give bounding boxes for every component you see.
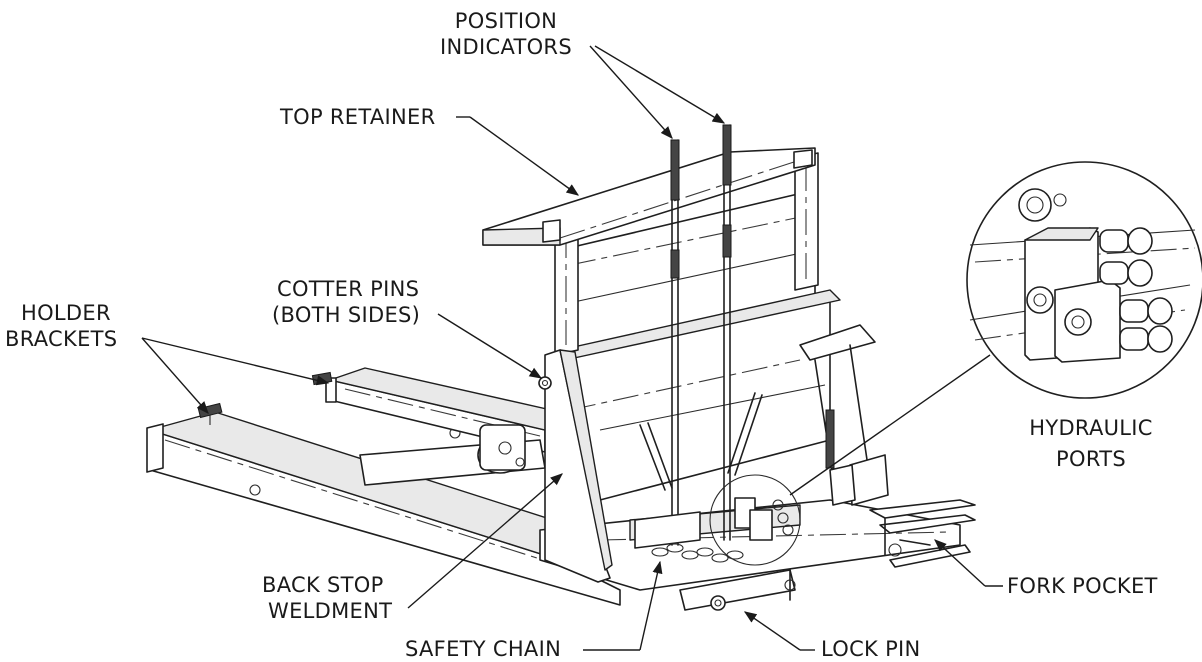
leader-lines <box>141 45 1003 651</box>
hydraulic-block-small <box>709 474 801 566</box>
label-position-indicators-1: POSITION <box>455 9 557 33</box>
position-indicator-rods <box>670 124 732 546</box>
lift-mechanism <box>799 324 889 506</box>
label-holder-brackets-1: HOLDER <box>21 301 111 325</box>
back-stop-weldment <box>538 349 613 583</box>
fork-pocket <box>869 499 976 568</box>
detail-connector-line <box>789 354 991 496</box>
fitting-1 <box>1099 227 1153 255</box>
front-pocket-assembly <box>634 511 796 611</box>
side-actuator <box>359 424 546 486</box>
label-fork-pocket: FORK POCKET <box>1007 574 1158 598</box>
label-hydraulic-ports-2: PORTS <box>1056 447 1126 471</box>
label-cotter-pins-2: (BOTH SIDES) <box>272 303 420 327</box>
right-upright <box>794 152 819 291</box>
fitting-2 <box>1099 259 1153 287</box>
label-back-stop-1: BACK STOP <box>262 573 384 597</box>
label-top-retainer: TOP RETAINER <box>279 105 435 129</box>
label-position-indicators-2: INDICATORS <box>440 35 572 59</box>
label-cotter-pins-1: COTTER PINS <box>277 277 419 301</box>
fitting-3 <box>1119 297 1173 325</box>
label-safety-chain: SAFETY CHAIN <box>405 637 561 661</box>
label-back-stop-2: WELDMENT <box>268 599 392 623</box>
label-holder-brackets-2: BRACKETS <box>5 327 117 351</box>
hydraulic-ports-detail <box>966 161 1202 399</box>
struts <box>639 392 763 491</box>
fitting-4 <box>1119 325 1173 353</box>
label-lock-pin: LOCK PIN <box>821 637 921 661</box>
label-hydraulic-ports-1: HYDRAULIC <box>1029 416 1153 440</box>
